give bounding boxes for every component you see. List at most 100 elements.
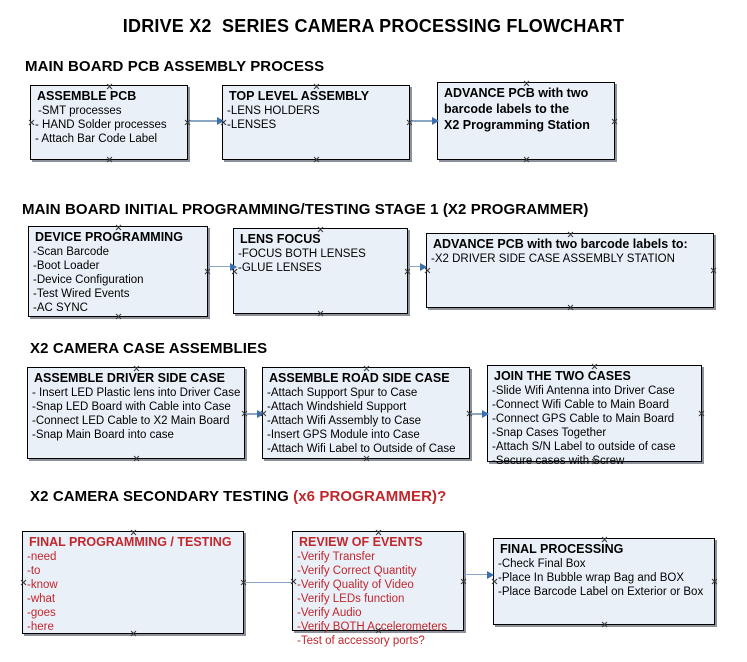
resize-handle-bottom[interactable] bbox=[567, 304, 574, 311]
flow-box-final-programming-testing[interactable]: FINAL PROGRAMMING / TESTING -need -to -k… bbox=[22, 531, 244, 634]
flow-box-advance-pcb-to-driver-side-case-station[interactable]: ADVANCE PCB with two barcode labels to: … bbox=[426, 233, 714, 308]
connector-driver-side-to-road-side bbox=[245, 410, 264, 418]
box-line: -Connect GPS Cable to Main Board bbox=[492, 413, 675, 425]
box-title: REVIEW OF EVENTS bbox=[299, 535, 423, 549]
box-line: -Verify Quality of Video bbox=[297, 579, 414, 591]
box-line: - Insert LED Plastic lens into Driver Ca… bbox=[32, 387, 241, 399]
box-title: FINAL PROCESSING bbox=[500, 542, 624, 556]
flow-box-assemble-road-side-case[interactable]: ASSEMBLE ROAD SIDE CASE -Attach Support … bbox=[262, 367, 470, 459]
box-line: -Attach Wifi Label to Outside of Case bbox=[267, 443, 456, 455]
box-line: -FOCUS BOTH LENSES bbox=[238, 248, 366, 260]
box-line: -Verify Correct Quantity bbox=[297, 565, 417, 577]
arrow-head-icon bbox=[230, 263, 237, 271]
box-line: -Slide Wifi Antenna into Driver Case bbox=[492, 385, 675, 397]
resize-handle-bottom[interactable] bbox=[106, 156, 113, 163]
flow-box-assemble-pcb[interactable]: ASSEMBLE PCB -SMT processes - HAND Solde… bbox=[30, 85, 188, 160]
box-line: -Device Configuration bbox=[33, 274, 144, 286]
flow-box-device-programming[interactable]: DEVICE PROGRAMMING -Scan Barcode -Boot L… bbox=[28, 226, 208, 317]
box-title: ADVANCE PCB with two barcode labels to: bbox=[433, 237, 688, 251]
box-line-overflow: -Test of accessory ports? bbox=[297, 635, 425, 647]
box-line: barcode labels to the bbox=[444, 102, 570, 116]
section-title-text: X2 CAMERA SECONDARY TESTING bbox=[30, 488, 294, 505]
section-title-text: MAIN BOARD INITIAL PROGRAMMING/TESTING S… bbox=[22, 201, 589, 218]
section-title-main-board-initial-programming: MAIN BOARD INITIAL PROGRAMMING/TESTING S… bbox=[22, 201, 589, 218]
box-line: -Attach Windshield Support bbox=[267, 401, 407, 413]
section-title-x2-camera-secondary-testing: X2 CAMERA SECONDARY TESTING (x6 PROGRAMM… bbox=[30, 488, 446, 505]
box-title: ADVANCE PCB with two bbox=[444, 86, 589, 100]
box-line: -what bbox=[27, 593, 56, 605]
box-line: -GLUE LENSES bbox=[238, 262, 322, 274]
arrow-head-icon bbox=[487, 571, 494, 579]
box-title: ASSEMBLE ROAD SIDE CASE bbox=[269, 371, 450, 385]
box-line: -Test Wired Events bbox=[33, 288, 130, 300]
box-line: -AC SYNC bbox=[33, 302, 88, 314]
box-line: -Scan Barcode bbox=[33, 246, 110, 258]
section-title-accent: (x6 PROGRAMMER)? bbox=[293, 488, 447, 505]
box-title: FINAL PROGRAMMING / TESTING bbox=[29, 535, 232, 549]
flow-box-assemble-driver-side-case[interactable]: ASSEMBLE DRIVER SIDE CASE - Insert LED P… bbox=[27, 367, 245, 459]
box-line: -Insert GPS Module into Case bbox=[267, 429, 420, 441]
box-line: -Connect Wifi Cable to Main Board bbox=[492, 399, 670, 411]
arrow-head-icon bbox=[482, 410, 489, 418]
box-title: DEVICE PROGRAMMING bbox=[35, 230, 183, 244]
box-title: ASSEMBLE DRIVER SIDE CASE bbox=[34, 371, 226, 385]
box-line: -X2 DRIVER SIDE CASE ASSEMBLY STATION bbox=[431, 253, 675, 265]
connector-top-level-assembly-to-advance-pcb bbox=[410, 117, 439, 125]
box-line: -Attach Support Spur to Case bbox=[267, 387, 418, 399]
box-line: -here bbox=[27, 621, 54, 633]
box-line: -Connect LED Cable to X2 Main Board bbox=[32, 415, 230, 427]
flow-box-lens-focus[interactable]: LENS FOCUS -FOCUS BOTH LENSES -GLUE LENS… bbox=[233, 228, 408, 314]
resize-handle-bottom[interactable] bbox=[133, 455, 140, 462]
box-line: - HAND Solder processes bbox=[35, 119, 167, 131]
box-title: TOP LEVEL ASSEMBLY bbox=[229, 89, 370, 103]
box-line: -to bbox=[27, 565, 41, 577]
box-line: -Snap LED Board with Cable into Case bbox=[32, 401, 231, 413]
box-line: -LENSES bbox=[227, 119, 277, 131]
connector-device-programming-to-lens-focus bbox=[208, 263, 237, 271]
box-line: -Attach S/N Label to outside of case bbox=[492, 441, 676, 453]
connector-road-side-to-join-cases bbox=[470, 410, 489, 418]
resize-handle-bottom[interactable] bbox=[313, 156, 320, 163]
section-title-text: X2 CAMERA CASE ASSEMBLIES bbox=[30, 340, 268, 357]
box-line: - Attach Bar Code Label bbox=[35, 133, 158, 145]
arrow-head-icon bbox=[217, 117, 224, 125]
connector-review-of-events-to-final-processing bbox=[464, 571, 494, 579]
connector-final-programming-to-review-of-events bbox=[244, 582, 292, 583]
box-title: JOIN THE TWO CASES bbox=[494, 369, 631, 383]
arrow-head-icon bbox=[420, 263, 427, 271]
box-line: -Attach Wifi Assembly to Case bbox=[267, 415, 422, 427]
flow-box-advance-pcb-to-x2-programming-station[interactable]: ADVANCE PCB with two barcode labels to t… bbox=[437, 82, 615, 160]
box-line: -Verify Audio bbox=[297, 607, 362, 619]
connector-lens-focus-to-advance-pcb bbox=[408, 263, 427, 271]
resize-handle-bottom[interactable] bbox=[317, 310, 324, 317]
flow-box-review-of-events[interactable]: REVIEW OF EVENTS -Verify Transfer -Verif… bbox=[292, 531, 464, 647]
page-title: IDRIVE X2 SERIES CAMERA PROCESSING FLOWC… bbox=[122, 16, 625, 36]
flow-box-final-processing[interactable]: FINAL PROCESSING -Check Final Box -Place… bbox=[493, 538, 715, 625]
box-line: -know bbox=[27, 579, 58, 591]
section-title-main-board-pcb-assembly: MAIN BOARD PCB ASSEMBLY PROCESS bbox=[25, 58, 324, 75]
box-title: ASSEMBLE PCB bbox=[37, 89, 137, 103]
flow-box-top-level-assembly[interactable]: TOP LEVEL ASSEMBLY -LENS HOLDERS -LENSES bbox=[222, 85, 410, 160]
resize-handle-right[interactable] bbox=[710, 267, 717, 274]
box-line: -Boot Loader bbox=[33, 260, 100, 272]
resize-handle-bottom[interactable] bbox=[523, 156, 530, 163]
connector-assemble-pcb-to-top-level-assembly bbox=[188, 117, 224, 125]
box-line: -need bbox=[27, 551, 57, 563]
box-line: -SMT processes bbox=[38, 105, 122, 117]
box-line: -goes bbox=[27, 607, 56, 619]
arrow-head-icon bbox=[432, 117, 439, 125]
arrow-head-icon bbox=[257, 410, 264, 418]
box-line: -Snap Main Board into case bbox=[32, 429, 174, 441]
box-line: -Place In Bubble wrap Bag and BOX bbox=[498, 572, 685, 584]
resize-handle-bottom[interactable] bbox=[601, 621, 608, 628]
box-line: -Snap Cases Together bbox=[492, 427, 607, 439]
section-title-text: MAIN BOARD PCB ASSEMBLY PROCESS bbox=[25, 58, 325, 75]
box-line: X2 Programming Station bbox=[444, 118, 590, 132]
box-line: -Secure cases with Screw bbox=[492, 455, 625, 467]
box-line: -Verify BOTH Accelerometers bbox=[297, 621, 448, 633]
box-line: -LENS HOLDERS bbox=[227, 105, 320, 117]
box-title: LENS FOCUS bbox=[240, 232, 321, 246]
flow-box-join-the-two-cases[interactable]: JOIN THE TWO CASES -Slide Wifi Antenna i… bbox=[487, 365, 702, 467]
box-line: -Check Final Box bbox=[498, 558, 586, 570]
